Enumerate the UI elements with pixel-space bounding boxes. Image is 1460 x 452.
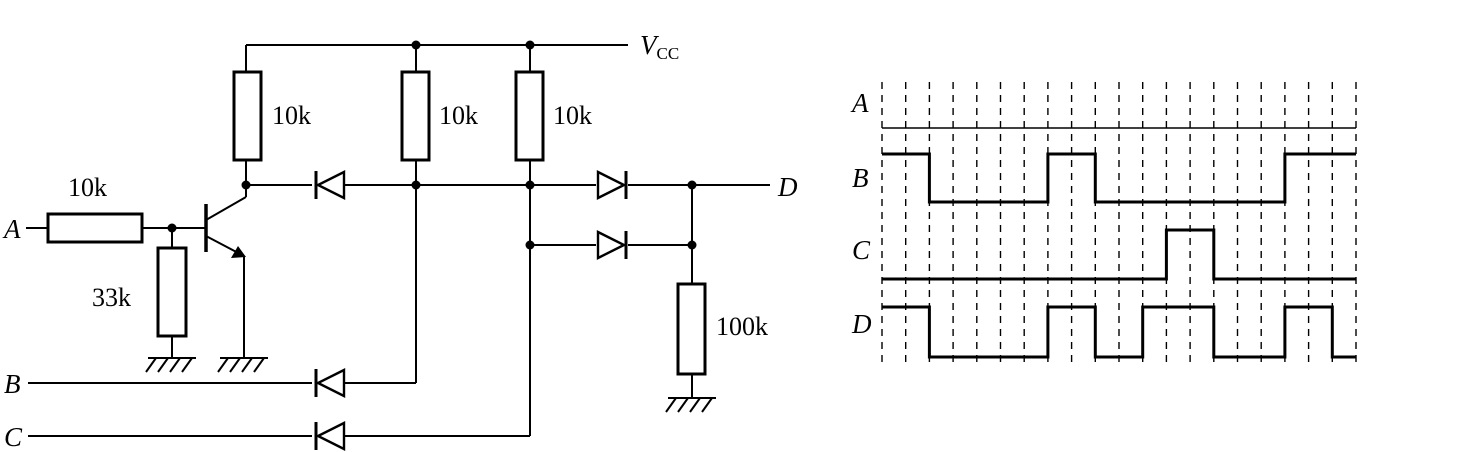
junction-dot	[411, 40, 421, 50]
resistor-b-pullup	[400, 70, 431, 162]
resistor-b-pullup-value: 10k	[439, 101, 478, 130]
transistor-npn	[204, 196, 247, 258]
ground-symbol-bias	[145, 357, 196, 373]
signal-label-c: C	[852, 235, 871, 265]
diode-b	[312, 368, 346, 398]
waveform-d	[882, 305, 1356, 359]
junction-dot	[525, 180, 535, 190]
resistor-load	[676, 282, 707, 376]
input-terminal-b: B	[4, 369, 21, 399]
circuit-schematic: VCC 10k 10k 10k D	[2, 30, 798, 452]
ground-symbol-load	[665, 397, 716, 413]
junction-dot	[411, 180, 421, 190]
junction-dot	[525, 40, 535, 50]
resistor-bias	[156, 246, 188, 338]
diode-or-2	[596, 230, 628, 260]
waveform-c	[882, 228, 1356, 281]
resistor-bias-value: 33k	[92, 283, 131, 312]
resistor-collector-value: 10k	[272, 101, 311, 130]
resistor-collector	[232, 70, 263, 162]
input-terminal-c: C	[4, 422, 23, 452]
ground-symbol-emitter	[217, 357, 268, 373]
waveform-b	[882, 152, 1356, 204]
signal-label-a: A	[850, 88, 869, 118]
diode-c	[312, 421, 346, 451]
resistor-c-pullup-value: 10k	[553, 101, 592, 130]
resistor-c-pullup	[514, 70, 545, 162]
vcc-label: VCC	[640, 30, 679, 63]
timing-diagram: A B C D	[850, 82, 1357, 362]
signal-label-d: D	[851, 309, 872, 339]
resistor-input-value: 10k	[68, 173, 107, 202]
resistor-input	[46, 212, 144, 244]
junction-dot	[525, 240, 535, 250]
output-terminal-d: D	[777, 172, 798, 202]
resistor-load-value: 100k	[716, 312, 768, 341]
diode-or-1	[596, 170, 628, 200]
signal-label-b: B	[852, 163, 869, 193]
diode-collector	[312, 170, 346, 200]
junction-dot	[241, 180, 251, 190]
input-terminal-a: A	[2, 214, 21, 244]
timing-waveforms	[882, 127, 1356, 359]
